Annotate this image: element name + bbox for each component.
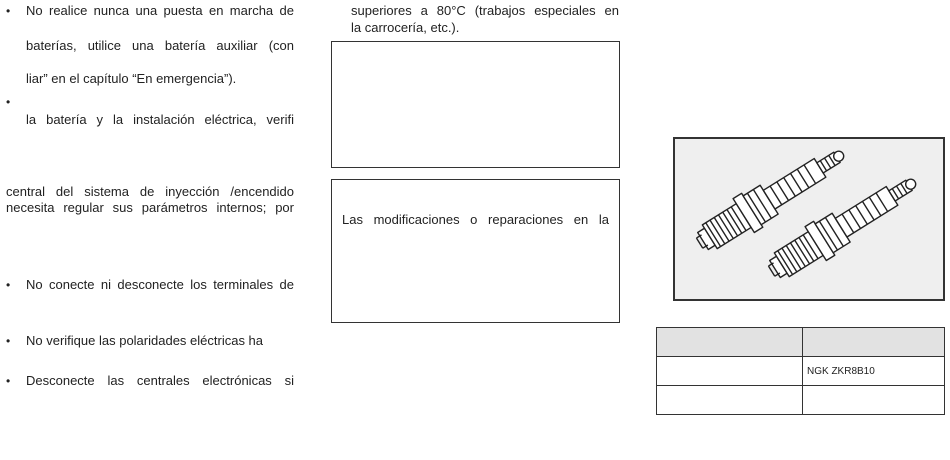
item1-line1: No realice nunca una puesta en marcha de bbox=[26, 3, 294, 18]
note-box: Las modificaciones o reparaciones en la bbox=[331, 179, 620, 323]
item3-line1: No conecte ni desconecte los terminales … bbox=[26, 277, 294, 292]
bullet-marker: • bbox=[6, 334, 11, 348]
note-box-text: Las modificaciones o reparaciones en la bbox=[342, 212, 609, 227]
item1-line3: liar” en el capítulo “En emergencia”). bbox=[26, 71, 237, 86]
item4-line1: No verifique las polaridades eléctricas … bbox=[26, 333, 264, 348]
spark-plug-icon bbox=[695, 150, 917, 279]
table-header-cell bbox=[802, 327, 945, 357]
table-row bbox=[656, 385, 945, 415]
paragraph-line1: central del sistema de inyección /encend… bbox=[6, 184, 294, 199]
bullet-marker: • bbox=[6, 374, 11, 388]
item5-line1: Desconecte las centrales electrónicas si bbox=[26, 373, 294, 388]
bullet-marker: • bbox=[6, 278, 11, 292]
item1-line2: baterías, utilice una batería auxiliar (… bbox=[26, 38, 294, 53]
table-cell: NGK ZKR8B10 bbox=[802, 356, 945, 386]
table-cell bbox=[656, 356, 803, 386]
table-header-cell bbox=[656, 327, 803, 357]
table-row: NGK ZKR8B10 bbox=[656, 356, 945, 386]
bullet-marker: • bbox=[6, 4, 11, 18]
middle-text-line2: la carrocería, etc.). bbox=[351, 20, 460, 35]
bullet-marker: • bbox=[6, 95, 11, 109]
spark-plug-spec-table: NGK ZKR8B10 bbox=[656, 327, 945, 415]
table-cell bbox=[802, 385, 945, 415]
table-cell bbox=[656, 385, 803, 415]
paragraph-line2: necesita regular sus parámetros internos… bbox=[6, 200, 294, 215]
spark-plugs-illustration bbox=[673, 137, 945, 301]
middle-text-line1: superiores a 80°C (trabajos especiales e… bbox=[351, 3, 619, 18]
table-header-row bbox=[656, 327, 945, 357]
item2-line1: la batería y la instalación eléctrica, v… bbox=[26, 112, 294, 127]
note-box-empty bbox=[331, 41, 620, 168]
